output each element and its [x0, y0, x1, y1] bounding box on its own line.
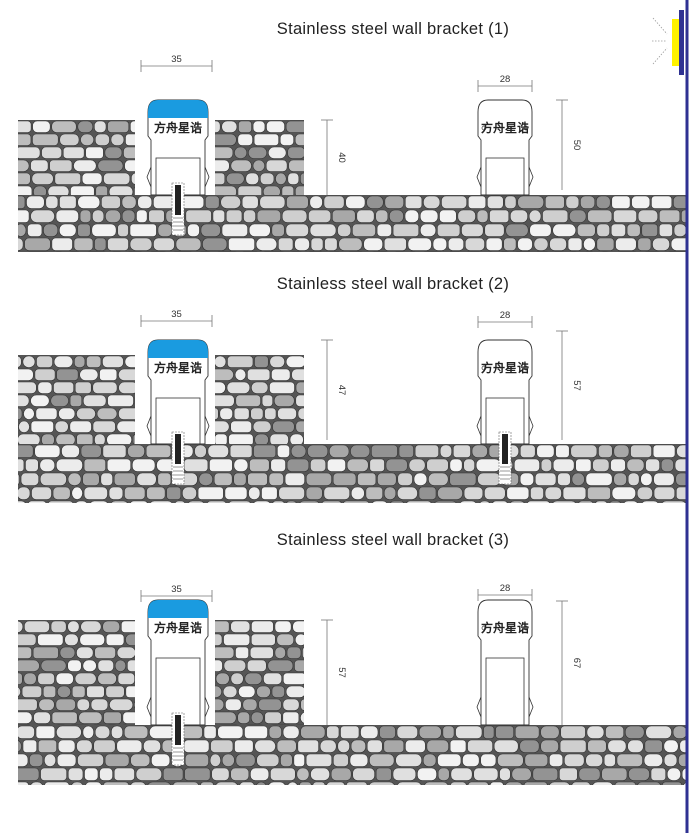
wall-block-right	[215, 120, 304, 195]
width-dimension-28: 28	[477, 583, 533, 601]
brand-logo: 方舟星诰	[481, 620, 529, 635]
dimension-label: 28	[500, 583, 511, 594]
dimension-label: 28	[500, 74, 511, 85]
dimension-label: 47	[336, 385, 347, 396]
dimension-label: 40	[336, 152, 347, 163]
ground-masonry	[18, 444, 686, 503]
blue-cap	[148, 600, 208, 618]
bracket-35-blue-cap: 方舟星诰	[146, 99, 210, 196]
height-dimension-right: 67	[556, 600, 582, 725]
dimension-label: 35	[171, 584, 182, 595]
bracket-section-3: Stainless steel wall bracket (3) 35 28 方舟星诰…	[140, 531, 582, 766]
height-dimension-right: 50	[556, 99, 582, 190]
anchor-screw	[171, 182, 185, 236]
wall-block-right	[215, 620, 304, 725]
brand-logo: 方舟星诰	[154, 360, 202, 375]
dimension-label: 57	[571, 380, 582, 391]
blue-cap	[148, 100, 208, 118]
dimension-label: 67	[571, 658, 582, 669]
wall-block-left	[18, 120, 135, 195]
height-dimension-left: 40	[321, 119, 347, 195]
width-dimension-28: 28	[477, 310, 533, 328]
ground-masonry	[18, 725, 686, 785]
anchor-screw	[171, 431, 185, 485]
section-title: Stainless steel wall bracket (1)	[277, 20, 509, 38]
brand-logo: 方舟星诰	[481, 360, 529, 375]
bracket-28: 方舟星诰	[476, 599, 534, 726]
edge-decoration	[652, 0, 689, 833]
dimension-label: 28	[500, 310, 511, 321]
brand-logo: 方舟星诰	[154, 620, 202, 635]
dimension-label: 50	[571, 140, 582, 151]
width-dimension-35: 35	[140, 54, 213, 72]
bracket-35-blue-cap: 方舟星诰	[146, 599, 210, 726]
stone-wall-texture	[18, 120, 686, 785]
width-dimension-28: 28	[477, 74, 533, 92]
anchor-screw	[498, 431, 512, 485]
width-dimension-35: 35	[140, 584, 213, 602]
bracket-28: 方舟星诰	[476, 99, 534, 196]
height-dimension-left: 57	[321, 619, 347, 725]
width-dimension-35: 35	[140, 309, 213, 327]
anchor-screw	[171, 712, 185, 766]
wall-block-left	[18, 355, 135, 444]
dimension-label: 57	[336, 667, 347, 678]
bracket-28: 方舟星诰	[476, 339, 534, 445]
wall-block-left	[18, 620, 135, 725]
section-title: Stainless steel wall bracket (3)	[277, 531, 509, 549]
height-dimension-left: 47	[321, 339, 347, 440]
blue-cap	[148, 340, 208, 358]
brand-logo: 方舟星诰	[154, 120, 202, 135]
bracket-section-1: Stainless steel wall bracket (1) 35 28 方舟星诰…	[140, 20, 582, 236]
bracket-section-2: Stainless steel wall bracket (2) 35 28 方舟星诰…	[140, 275, 582, 485]
dimension-label: 35	[171, 54, 182, 65]
brand-logo: 方舟星诰	[481, 120, 529, 135]
section-title: Stainless steel wall bracket (2)	[277, 275, 509, 293]
height-dimension-right: 57	[556, 330, 582, 440]
wall-block-right	[215, 355, 304, 444]
ground-masonry	[18, 195, 686, 252]
bracket-35-blue-cap: 方舟星诰	[146, 339, 210, 445]
dimension-label: 35	[171, 309, 182, 320]
